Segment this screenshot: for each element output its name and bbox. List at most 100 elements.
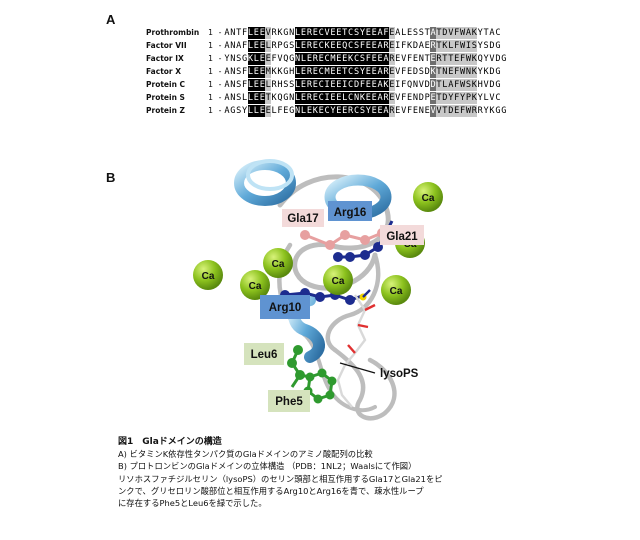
residue: W — [465, 104, 472, 117]
residue: R — [306, 78, 313, 91]
alignment-protein-name: Factor VII — [146, 41, 187, 50]
residue: E — [365, 91, 372, 104]
residue: S — [471, 39, 478, 52]
residue: E — [388, 91, 395, 104]
residue: W — [459, 26, 466, 39]
residue: E — [377, 104, 384, 117]
residue: D — [495, 53, 501, 64]
alignment-start-index: 1 - — [208, 80, 223, 89]
residue: L — [300, 104, 307, 117]
alignment-protein-name: Factor X — [146, 67, 182, 76]
residue: N — [294, 52, 301, 65]
residue: R — [347, 104, 354, 117]
svg-text:Gla17: Gla17 — [287, 213, 318, 225]
residue: F — [453, 39, 460, 52]
residue: A — [224, 40, 230, 51]
residue: F — [383, 26, 389, 39]
residue: C — [324, 52, 331, 65]
gla-sidechains — [300, 228, 387, 250]
residue: R — [383, 65, 389, 78]
residue: K — [430, 65, 437, 78]
residue: L — [265, 78, 272, 91]
residue: G — [283, 66, 289, 77]
residue: E — [365, 65, 372, 78]
residue: C — [495, 27, 501, 38]
residue: A — [377, 65, 384, 78]
residue: K — [324, 39, 331, 52]
residue: D — [412, 40, 419, 51]
residue: F — [401, 66, 407, 77]
residue: F — [277, 105, 283, 116]
alignment-protein-name: Protein C — [146, 80, 186, 89]
residue: D — [430, 78, 437, 91]
residue: E — [406, 27, 413, 38]
residue: E — [371, 26, 378, 39]
residue: E — [330, 78, 336, 91]
residue: E — [253, 78, 260, 91]
residue: N — [230, 40, 236, 51]
residue: N — [353, 91, 360, 104]
residue: G — [495, 105, 501, 116]
residue: E — [453, 52, 460, 65]
residue: G — [283, 92, 289, 103]
residue: L — [242, 92, 248, 103]
caption-line: に存在するPhe5とLeu6を緑で示した。 — [118, 498, 267, 509]
svg-text:Ca: Ca — [202, 271, 215, 282]
residue: Y — [483, 53, 489, 64]
residue-label-lysops: lysoPS — [380, 368, 419, 380]
residue: D — [424, 66, 430, 77]
svg-text:Arg10: Arg10 — [269, 302, 302, 314]
residue: N — [418, 105, 424, 116]
residue: L — [447, 39, 454, 52]
caption-line: リソホスファチジルセリン（lysoPS）のセリン頭部と相互作用するGla17とG… — [118, 473, 443, 484]
residue: D — [447, 104, 454, 117]
residue: E — [259, 39, 266, 52]
residue: I — [395, 40, 401, 51]
residue-label-phe5: Phe5 — [268, 390, 310, 412]
residue: K — [359, 91, 366, 104]
residue: E — [330, 39, 336, 52]
residue: V — [401, 53, 407, 64]
residue: Y — [224, 53, 230, 64]
residue: Q — [341, 39, 348, 52]
residue: A — [377, 39, 384, 52]
residue: E — [388, 65, 395, 78]
svg-text:Ca: Ca — [272, 259, 285, 270]
residue: Y — [477, 27, 483, 38]
residue: E — [312, 39, 319, 52]
alignment-protein-name: Factor IX — [146, 54, 184, 63]
residue: E — [365, 39, 372, 52]
gla-domain-structure: CaCaCaCaCaCaCa Gla17 Arg16 Gla21 Arg10 L… — [193, 159, 443, 421]
residue: N — [289, 27, 295, 38]
residue: N — [294, 104, 301, 117]
residue: S — [359, 104, 366, 117]
residue: K — [383, 78, 389, 91]
residue: E — [447, 65, 454, 78]
alignment-start-index: 1 - — [208, 67, 223, 76]
residue: A — [377, 78, 384, 91]
calcium-ion: Ca — [323, 265, 353, 295]
residue: R — [271, 40, 277, 51]
alignment-start-index: 1 - — [208, 28, 223, 37]
residue: M — [324, 65, 331, 78]
residue: K — [277, 27, 283, 38]
residue: W — [459, 78, 466, 91]
residue: G — [495, 66, 501, 77]
residue: A — [224, 66, 230, 77]
residue: R — [306, 26, 313, 39]
residue: I — [324, 91, 331, 104]
residue: V — [401, 105, 407, 116]
residue: N — [230, 79, 236, 90]
residue: A — [224, 79, 230, 90]
residue: N — [230, 92, 236, 103]
residue: T — [483, 27, 489, 38]
svg-text:Ca: Ca — [249, 281, 262, 292]
figure-caption: 図1 Glaドメインの構造 A) ビタミンK依存性タンパク質のGlaドメインのア… — [118, 436, 538, 509]
residue-label-gla17: Gla17 — [282, 209, 324, 227]
